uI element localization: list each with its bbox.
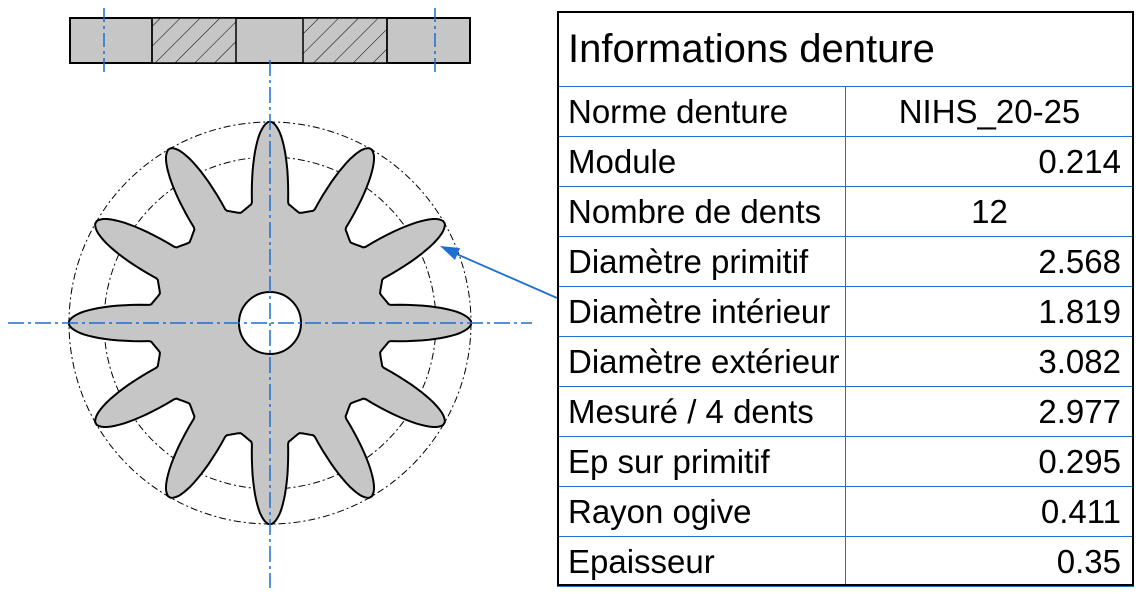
row-value: 0.214	[845, 136, 1134, 187]
leader-arrow	[440, 246, 558, 299]
row-label: Nombre de dents	[557, 186, 846, 237]
gear-front-view	[8, 60, 532, 588]
row-label: Epaisseur	[557, 536, 846, 587]
row-label: Rayon ogive	[557, 486, 846, 537]
row-value: 1.819	[845, 286, 1134, 337]
side-view-body	[69, 17, 471, 64]
row-label: Norme denture	[557, 86, 846, 137]
row-label: Diamètre intérieur	[557, 286, 846, 337]
row-value: 0.35	[845, 536, 1134, 587]
row-value: 0.295	[845, 436, 1134, 487]
row-label: Diamètre primitif	[557, 236, 846, 287]
row-value: 3.082	[845, 336, 1134, 387]
row-label: Mesuré / 4 dents	[557, 386, 846, 437]
gear-side-view	[69, 8, 471, 75]
row-label: Diamètre extérieur	[557, 336, 846, 387]
row-value: 0.411	[845, 486, 1134, 537]
row-label: Module	[557, 136, 846, 187]
table-title: Informations denture	[557, 11, 1134, 87]
section-hatch-left	[151, 17, 237, 64]
arrowhead-icon	[440, 246, 460, 260]
section-hatch-right	[302, 17, 388, 64]
row-value: NIHS_20-25	[845, 86, 1134, 137]
row-value: 12	[845, 186, 1134, 237]
row-value: 2.977	[845, 386, 1134, 437]
row-value: 2.568	[845, 236, 1134, 287]
row-label: Ep sur primitif	[557, 436, 846, 487]
